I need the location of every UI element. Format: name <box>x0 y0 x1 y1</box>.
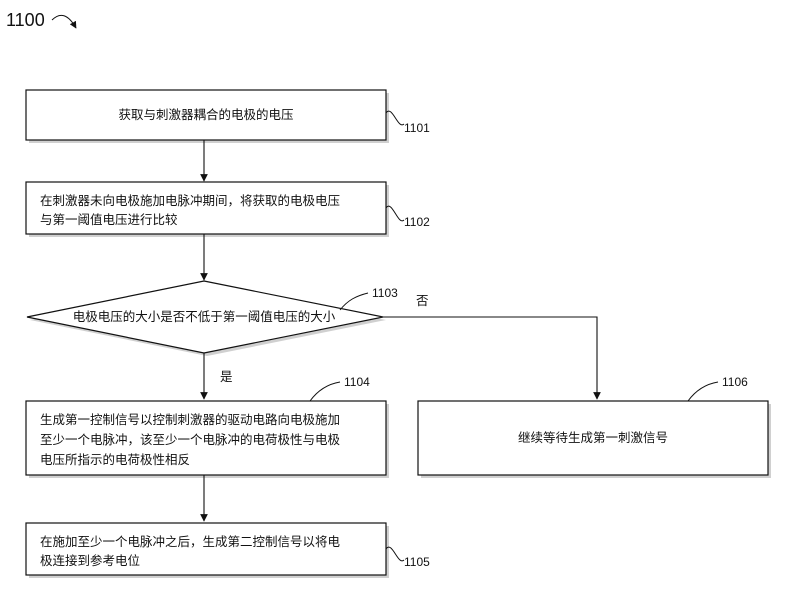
decision-1103-ref: 1103 <box>372 286 398 300</box>
step-1106-line-1: 继续等待生成第一刺激信号 <box>518 430 668 445</box>
step-1104: 生成第一控制信号以控制刺激器的驱动电路向电极施加 至少一个电脉冲，该至少一个电脉… <box>25 375 389 478</box>
step-1102-line-1: 在刺激器未向电极施加电脉冲期间，将获取的电极电压 <box>40 193 340 208</box>
step-1104-line-1: 生成第一控制信号以控制刺激器的驱动电路向电极施加 <box>40 412 340 427</box>
step-1102-ref-leader <box>385 205 405 222</box>
step-1104-ref-leader <box>309 381 341 402</box>
decision-1103-ref-leader <box>339 292 369 311</box>
step-1104-line-2: 至少一个电脉冲，该至少一个电脉冲的电荷极性与电极 <box>40 432 341 447</box>
step-1106-box <box>417 400 769 476</box>
step-1102-box <box>25 181 387 235</box>
step-1104-box <box>25 400 387 476</box>
step-1105-ref-leader <box>385 546 405 562</box>
edge-1103-1106-no <box>383 316 601 400</box>
figure-number: 1100 <box>6 10 45 30</box>
step-1105-ref: 1105 <box>404 555 430 569</box>
figure-label: 1100 <box>6 10 77 30</box>
step-1101-ref: 1101 <box>404 121 430 135</box>
step-1106: 继续等待生成第一刺激信号 1106 <box>417 375 771 478</box>
step-1106-ref-leader <box>687 381 719 402</box>
figure-pointer-arrow <box>51 14 77 29</box>
step-1104-ref: 1104 <box>344 375 370 389</box>
step-1102: 在刺激器未向电极施加电脉冲期间，将获取的电极电压 与第一阈值电压进行比较 110… <box>25 181 430 237</box>
branch-no-label: 否 <box>416 293 429 308</box>
decision-1103-line-1: 电极电压的大小是否不低于第一阈值电压的大小 <box>73 309 336 324</box>
branch-yes-label: 是 <box>220 369 233 384</box>
step-1105-line-1: 在施加至少一个电脉冲之后，生成第二控制信号以将电 <box>40 534 341 549</box>
decision-1103: 电极电压的大小是否不低于第一阈值电压的大小 1103 <box>26 280 398 356</box>
step-1101-line-1: 获取与刺激器耦合的电极的电压 <box>118 107 293 122</box>
step-1101-ref-leader <box>385 110 405 126</box>
step-1104-line-3: 电压所指示的电荷极性相反 <box>40 452 190 467</box>
step-1105-line-2: 极连接到参考电位 <box>40 553 140 568</box>
step-1102-line-2: 与第一阈值电压进行比较 <box>40 212 178 227</box>
step-1106-ref: 1106 <box>722 375 748 389</box>
step-1101: 获取与刺激器耦合的电极的电压 1101 <box>25 89 430 143</box>
step-1102-ref: 1102 <box>404 215 430 229</box>
step-1105: 在施加至少一个电脉冲之后，生成第二控制信号以将电 极连接到参考电位 1105 <box>25 522 430 578</box>
step-1101-box <box>25 89 387 141</box>
